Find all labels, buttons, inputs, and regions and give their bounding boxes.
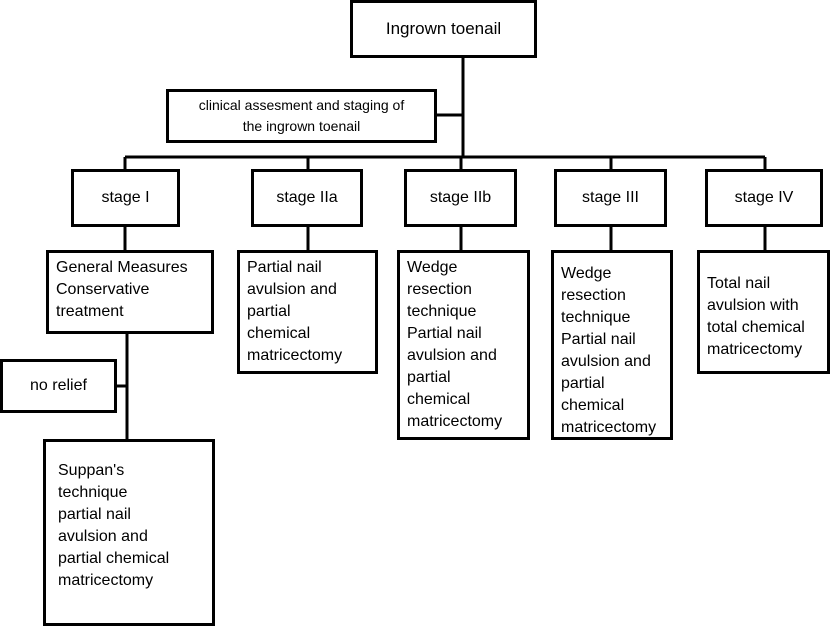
suppan-line: avulsion and bbox=[58, 528, 148, 545]
stage-2a-label: stage IIa bbox=[276, 189, 338, 206]
treatment-line: Partial nail bbox=[247, 259, 322, 276]
suppan-technique-node: Suppan's technique partial nail avulsion… bbox=[43, 439, 215, 626]
treatment-line: matricectomy bbox=[247, 347, 343, 364]
treatment-line: Wedge bbox=[407, 259, 458, 276]
treatment-line: Wedge bbox=[561, 265, 612, 282]
stage-4-node: stage IV bbox=[705, 169, 823, 227]
stage-2a-treatment-node: Partial nail avulsion and partial chemic… bbox=[237, 250, 378, 374]
treatment-line: partial bbox=[247, 303, 291, 320]
suppan-line: matricectomy bbox=[58, 572, 154, 589]
treatment-line: partial bbox=[561, 375, 605, 392]
stage-3-treatment-node: Wedge resection technique Partial nail a… bbox=[551, 250, 673, 440]
assessment-node: clinical assesment and staging of the in… bbox=[166, 89, 437, 143]
treatment-line: matricectomy bbox=[407, 413, 503, 430]
stage-2a-node: stage IIa bbox=[251, 169, 363, 227]
suppan-line: partial nail bbox=[58, 506, 131, 523]
treatment-line: chemical bbox=[407, 391, 471, 408]
treatment-line: chemical bbox=[561, 397, 625, 414]
treatment-line: avulsion with bbox=[707, 297, 799, 314]
suppan-line: technique bbox=[58, 484, 128, 501]
no-relief-label: no relief bbox=[30, 377, 87, 394]
treatment-line: matricectomy bbox=[707, 341, 803, 358]
assessment-line-2: the ingrown toenail bbox=[242, 118, 361, 134]
root-node: Ingrown toenail bbox=[350, 0, 537, 58]
stage-2b-label: stage IIb bbox=[429, 189, 492, 206]
stage-1-node: stage I bbox=[71, 169, 180, 227]
treatment-line: technique bbox=[561, 309, 631, 326]
treatment-line: avulsion and bbox=[247, 281, 337, 298]
assessment-line-1: clinical assesment and staging of bbox=[198, 97, 405, 113]
treatment-line: total chemical bbox=[707, 319, 805, 336]
stage-4-treatment-node: Total nail avulsion with total chemical … bbox=[697, 250, 830, 374]
suppan-line: Suppan's bbox=[58, 462, 125, 479]
treatment-line: Total nail bbox=[707, 275, 771, 292]
treatment-line: Conservative bbox=[56, 281, 150, 298]
stage-1-label: stage I bbox=[101, 189, 150, 206]
treatment-line: avulsion and bbox=[561, 353, 651, 370]
stage-3-node: stage III bbox=[554, 169, 667, 227]
stage-3-label: stage III bbox=[582, 189, 639, 206]
treatment-line: technique bbox=[407, 303, 477, 320]
treatment-line: Partial nail bbox=[407, 325, 482, 342]
treatment-line: partial bbox=[407, 369, 451, 386]
suppan-line: partial chemical bbox=[58, 550, 170, 567]
treatment-line: resection bbox=[561, 287, 626, 304]
treatment-line: resection bbox=[407, 281, 472, 298]
stage-2b-treatment-node: Wedge resection technique Partial nail a… bbox=[397, 250, 530, 440]
treatment-line: matricectomy bbox=[561, 419, 657, 436]
stage-2b-node: stage IIb bbox=[404, 169, 517, 227]
no-relief-node: no relief bbox=[0, 359, 117, 413]
treatment-line: chemical bbox=[247, 325, 311, 342]
treatment-line: avulsion and bbox=[407, 347, 497, 364]
treatment-line: treatment bbox=[56, 303, 124, 320]
stage-4-label: stage IV bbox=[734, 189, 794, 206]
treatment-line: Partial nail bbox=[561, 331, 636, 348]
root-label: Ingrown toenail bbox=[385, 19, 502, 38]
stage-1-treatment-node: General Measures Conservative treatment bbox=[46, 250, 214, 334]
treatment-line: General Measures bbox=[56, 259, 188, 276]
